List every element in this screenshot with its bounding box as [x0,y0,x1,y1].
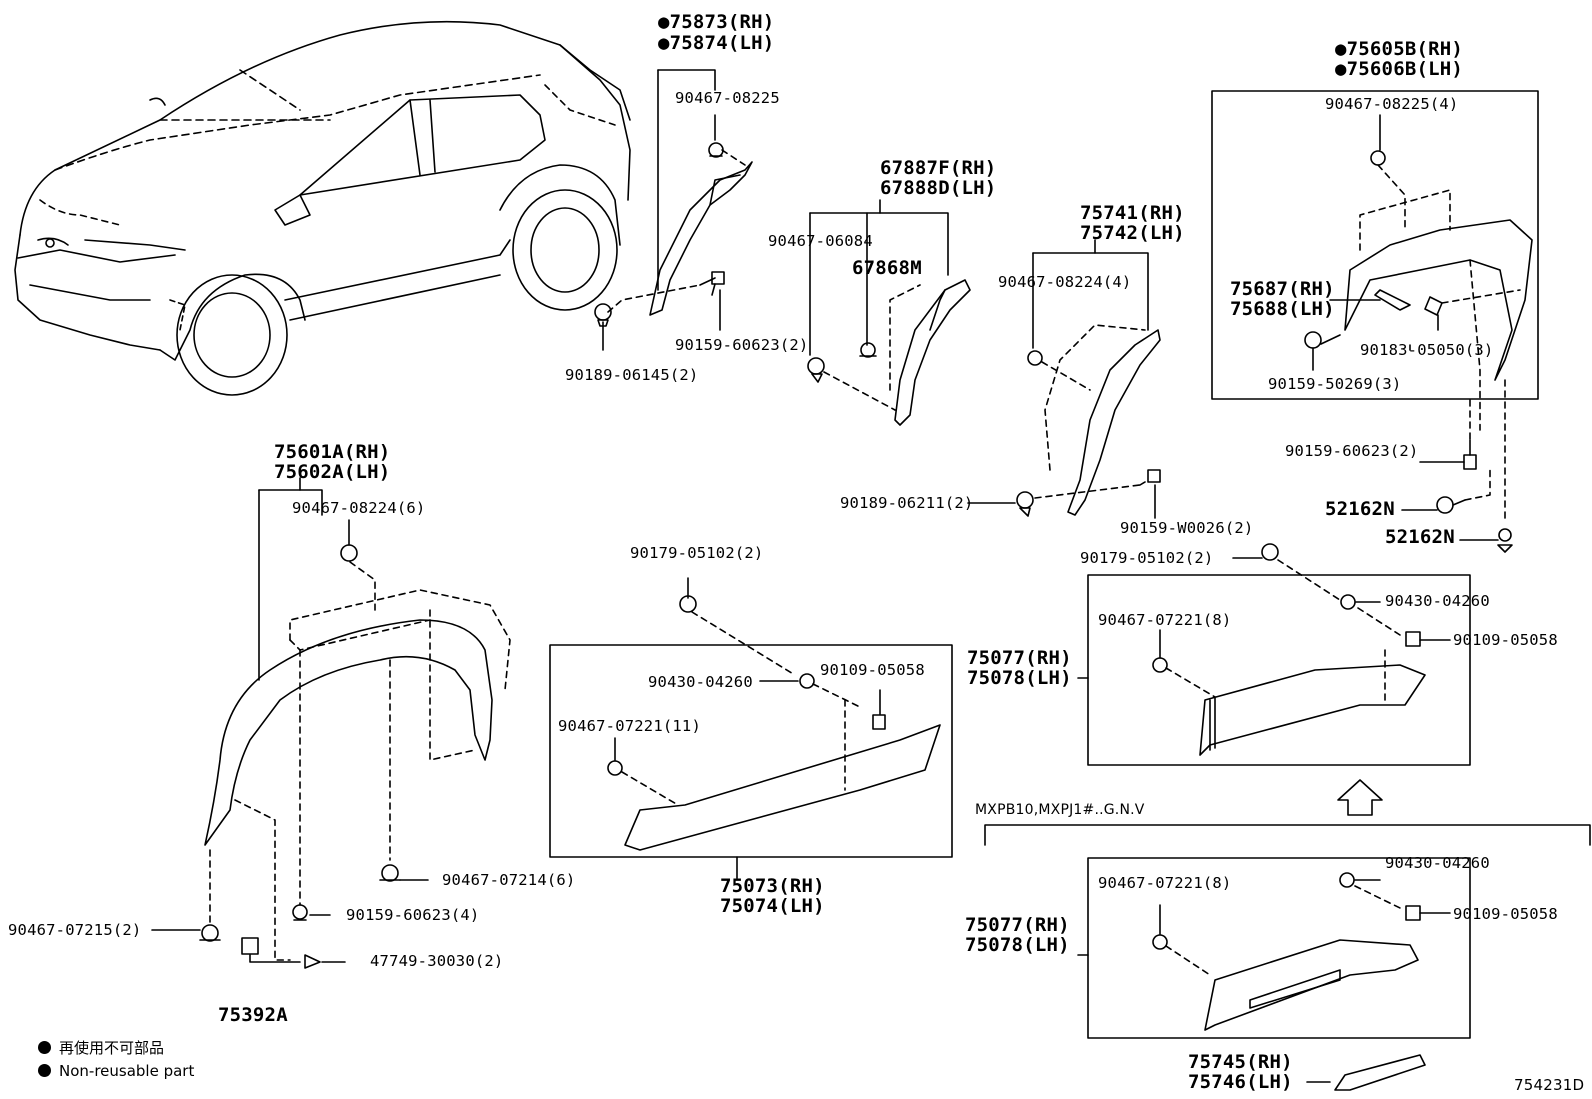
label-75602a: 75602A(LH) [274,461,391,483]
filled-circle-icon [38,1064,51,1077]
label-90109-05058-r1: 90109-05058 [1453,631,1558,649]
part-75601 [151,477,511,969]
label-75688: 75688(LH) [1230,298,1335,320]
label-75742: 75742(LH) [1080,222,1185,244]
label-90467-07215: 90467-07215(2) [8,921,142,939]
label-90189-06211: 90189-06211(2) [840,494,974,512]
label-75873: ●75873(RH) [658,11,775,33]
label-90159-60623-4: 90159-60623(4) [346,906,480,924]
label-90109-05058-l: 90109-05058 [820,661,925,679]
legend-jp-text: 再使用不可部品 [59,1039,165,1057]
label-90159-60623-2b: 90159-60623(2) [1285,442,1419,460]
label-90467-08225: 90467-08225 [675,89,780,107]
label-90179-05102-r: 90179-05102(2) [1080,549,1214,567]
label-90189-06145: 90189-06145(2) [565,366,699,384]
label-75074: 75074(LH) [720,895,825,917]
label-75741: 75741(RH) [1080,202,1185,224]
label-52162n-2: 52162N [1385,526,1455,548]
label-52162n-1: 52162N [1325,498,1395,520]
filled-circle-icon [38,1041,51,1054]
part-75741 [967,239,1161,519]
label-90159-60623-2: 90159-60623(2) [675,336,809,354]
legend-jp: 再使用不可部品 [38,1037,164,1058]
part-67887 [807,199,971,426]
label-75073: 75073(RH) [720,875,825,897]
label-90159-w0026: 90159-W0026(2) [1120,519,1254,537]
part-75745 [1334,1054,1426,1091]
label-90467-08224-4: 90467-08224(4) [998,273,1132,291]
label-90109-05058-r2: 90109-05058 [1453,905,1558,923]
label-90467-06084: 90467-06084 [768,232,873,250]
label-75745: 75745(RH) [1188,1051,1293,1073]
label-90430-04260-r2: 90430-04260 [1385,854,1490,872]
label-90183-05050: 90183-05050(3) [1360,341,1494,359]
label-75601a: 75601A(RH) [274,441,391,463]
label-67888d: 67888D(LH) [880,177,997,199]
label-67887f: 67887F(RH) [880,157,997,179]
mxpb-bracket [984,824,1591,846]
label-75606b: ●75606B(LH) [1335,58,1464,80]
up-arrow-icon [1337,779,1383,816]
label-90467-07221-8a: 90467-07221(8) [1098,611,1232,629]
label-mxpb: MXPB10,MXPJ1#..G.N.V [975,802,1145,818]
part-75073-box [549,577,953,879]
label-90467-07221-11: 90467-07221(11) [558,717,701,735]
vehicle-illustration [14,20,631,396]
label-75605b: ●75605B(RH) [1335,38,1464,60]
label-47749-30030: 47749-30030(2) [370,952,504,970]
label-90467-07221-8b: 90467-07221(8) [1098,874,1232,892]
label-90467-08224-6: 90467-08224(6) [292,499,426,517]
label-75078-1: 75078(LH) [967,667,1072,689]
label-90430-04260-r1: 90430-04260 [1385,592,1490,610]
legend-en-text: Non-reusable part [59,1062,195,1080]
legend-en: Non-reusable part [38,1062,194,1080]
label-75077-1: 75077(RH) [967,647,1072,669]
label-90467-08225-4: 90467-08225(4) [1325,95,1459,113]
label-90467-07214: 90467-07214(6) [442,871,576,889]
label-75687: 75687(RH) [1230,278,1335,300]
part-75077-box-1 [1077,543,1471,766]
label-75874: ●75874(LH) [658,32,775,54]
label-90179-05102-l: 90179-05102(2) [630,544,764,562]
label-90430-04260-l: 90430-04260 [648,673,753,691]
part-75605-box [1211,90,1539,553]
label-75078-2: 75078(LH) [965,934,1070,956]
label-75077-2: 75077(RH) [965,914,1070,936]
label-75746: 75746(LH) [1188,1071,1293,1093]
part-75873 [594,69,753,351]
label-67868m: 67868M [852,257,922,279]
label-75392a: 75392A [218,1004,288,1026]
part-75077-box-2 [1077,857,1471,1039]
label-90159-50269: 90159-50269(3) [1268,375,1402,393]
diagram-id: 754231D [1514,1076,1585,1094]
